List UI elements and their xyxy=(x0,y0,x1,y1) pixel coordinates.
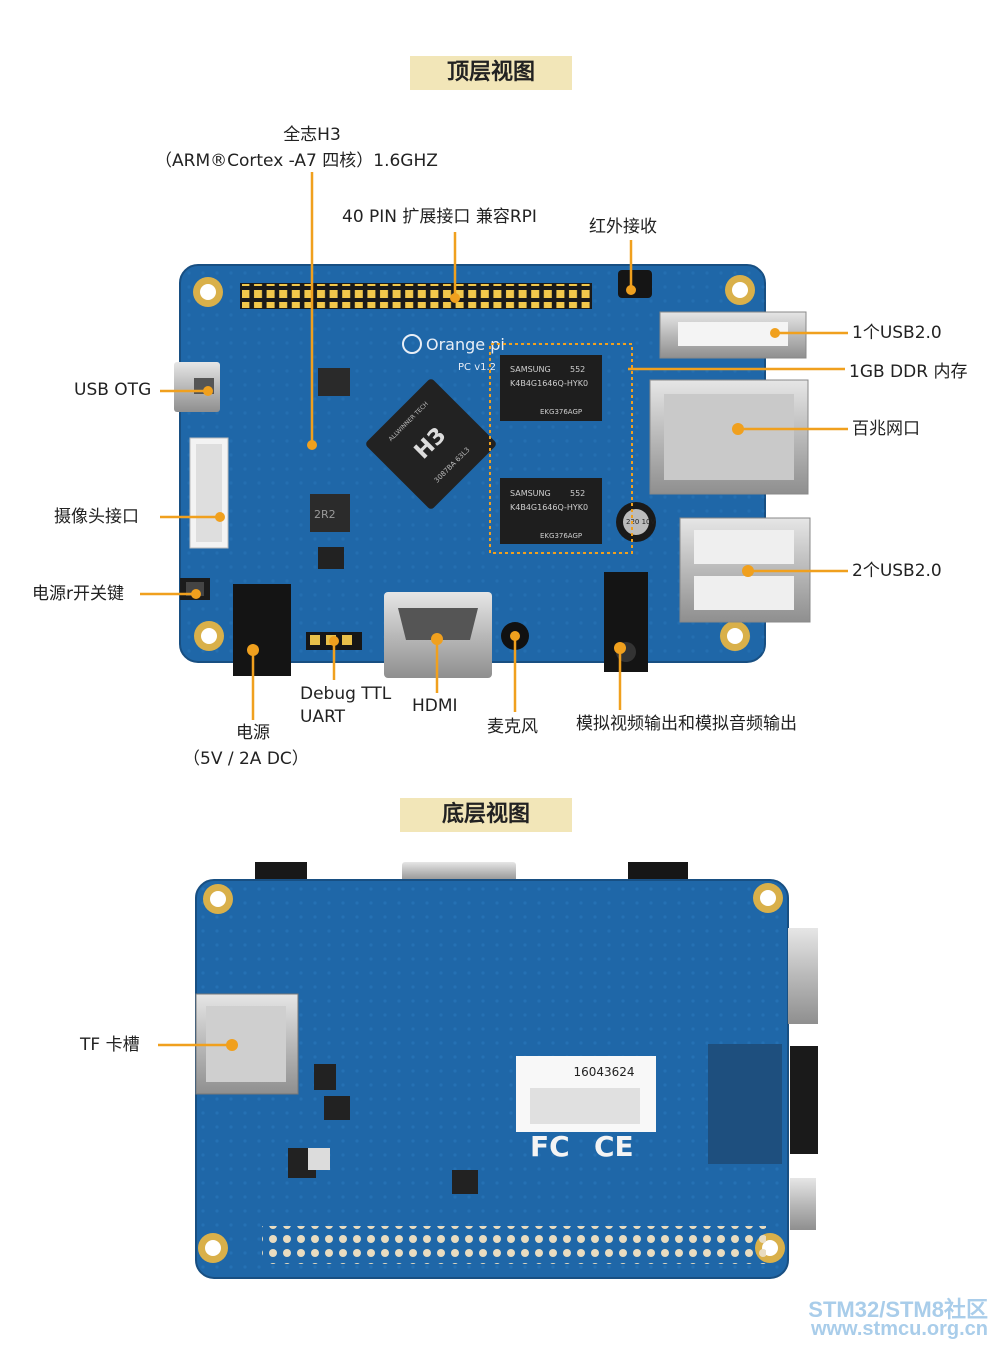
fc-mark: FC xyxy=(530,1130,570,1163)
top-view-title: 顶层视图 xyxy=(410,56,572,90)
power-key-label: 电源r开关键 xyxy=(32,584,124,604)
board-brand: Orange pi xyxy=(426,335,505,354)
svg-text:220 10V: 220 10V xyxy=(626,518,655,526)
h3-soc: H3 ALLWINNER TECH 3087BA 63L3 xyxy=(366,379,496,509)
top-callout-lines xyxy=(140,172,848,720)
product-label: 16043624 FC CE xyxy=(516,1056,656,1163)
av-label: 模拟视频输出和模拟音频输出 xyxy=(576,714,797,734)
hdmi-label: HDMI xyxy=(412,696,458,716)
inductor-label: 2R2 xyxy=(314,508,336,521)
cpu-label-line1: 全志H3 xyxy=(283,125,341,145)
svg-text:K4B4G1646Q-HYK0: K4B4G1646Q-HYK0 xyxy=(510,503,588,512)
top-callout-dots xyxy=(191,285,780,656)
board-model: PC v1.2 xyxy=(458,362,496,373)
svg-text:EKG376AGP: EKG376AGP xyxy=(540,532,582,540)
debug-label-line2: UART xyxy=(300,707,346,727)
ddr-label: 1GB DDR 内存 xyxy=(849,362,968,382)
ddr-chip-2: SAMSUNG 552 K4B4G1646Q-HYK0 EKG376AGP xyxy=(500,478,602,544)
power-label-line1: 电源 xyxy=(236,723,270,743)
dc-jack xyxy=(233,584,291,676)
ddr-bracket xyxy=(489,343,633,554)
svg-text:K4B4G1646Q-HYK0: K4B4G1646Q-HYK0 xyxy=(510,379,588,388)
debug-label-line1: Debug TTL xyxy=(300,684,392,704)
usb-one-label: 1个USB2.0 xyxy=(852,323,942,343)
svg-text:SAMSUNG: SAMSUNG xyxy=(510,489,551,498)
camera-label: 摄像头接口 xyxy=(54,507,139,527)
bottom-view-title: 底层视图 xyxy=(400,798,572,832)
svg-text:552: 552 xyxy=(570,489,585,498)
power-label-line2: （5V / 2A DC） xyxy=(183,749,309,769)
ce-mark: CE xyxy=(594,1130,634,1163)
bottom-board: 16043624 FC CE xyxy=(195,862,818,1279)
cpu-label-line2: （ARM®Cortex -A7 四核）1.6GHZ xyxy=(155,151,438,171)
usb-otg-label: USB OTG xyxy=(74,380,152,400)
svg-text:552: 552 xyxy=(570,365,585,374)
watermark-title: STM32/STM8社区 xyxy=(808,1297,988,1322)
ethernet-label: 百兆网口 xyxy=(852,419,920,439)
watermark-url: www.stmcu.org.cn xyxy=(810,1318,988,1340)
usb-two-label: 2个USB2.0 xyxy=(852,561,942,581)
ddr-chip-1: SAMSUNG 552 K4B4G1646Q-HYK0 EKG376AGP xyxy=(500,355,602,421)
ir-receiver xyxy=(618,270,652,298)
mic-label: 麦克风 xyxy=(487,717,538,737)
svg-text:EKG376AGP: EKG376AGP xyxy=(540,408,582,416)
gpio-label: 40 PIN 扩展接口 兼容RPI xyxy=(342,207,537,227)
svg-text:SAMSUNG: SAMSUNG xyxy=(510,365,551,374)
barcode-number: 16043624 xyxy=(573,1065,634,1079)
bottom-callout-dot xyxy=(226,1039,238,1051)
tf-slot-label: TF 卡槽 xyxy=(80,1035,140,1055)
top-board: Orange pi PC v1.2 H3 ALLWINNER TECH 3087… xyxy=(174,264,811,678)
ir-label: 红外接收 xyxy=(589,217,657,237)
